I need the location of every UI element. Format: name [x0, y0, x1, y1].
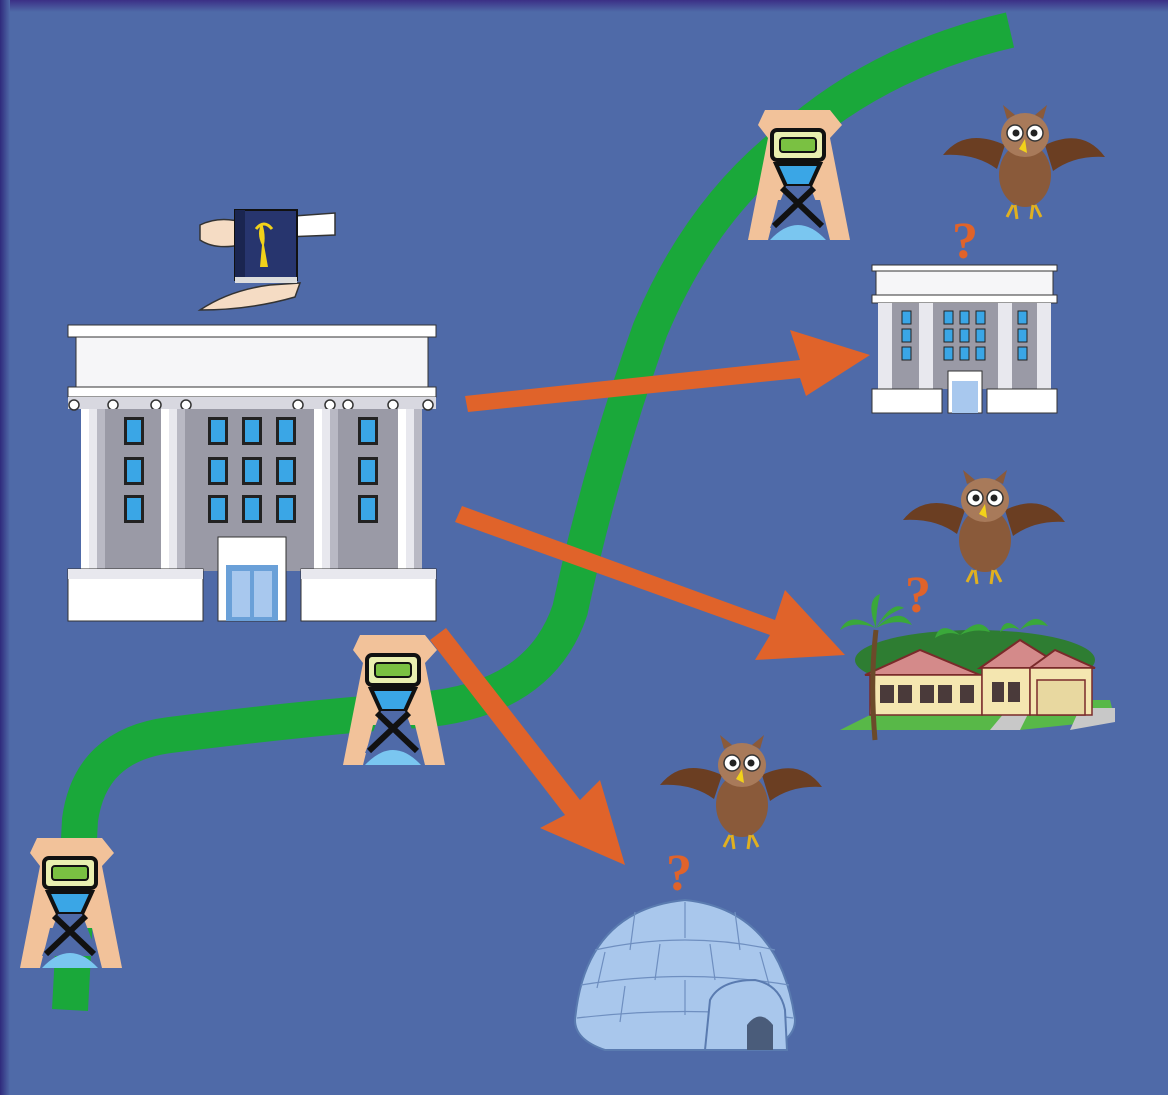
tower-icon [343, 635, 445, 765]
top-border [0, 0, 1168, 12]
left-border [0, 0, 10, 1095]
arrow-to-office [465, 330, 870, 412]
owl-icon [941, 103, 1107, 221]
question-mark-icon: ? [666, 845, 692, 902]
book-handover-icon [197, 209, 336, 311]
owl-icon [658, 733, 824, 851]
arrow-to-house [455, 506, 845, 660]
bank-building-icon [67, 324, 437, 622]
question-mark-icon: ? [905, 567, 931, 624]
small-building-icon [871, 264, 1058, 414]
igloo-icon [573, 898, 797, 1051]
house-icon [840, 594, 1115, 741]
tower-icon [20, 838, 122, 968]
tower-icon [748, 110, 850, 240]
question-mark-icon: ? [952, 213, 978, 270]
arrow-to-igloo [430, 628, 625, 865]
